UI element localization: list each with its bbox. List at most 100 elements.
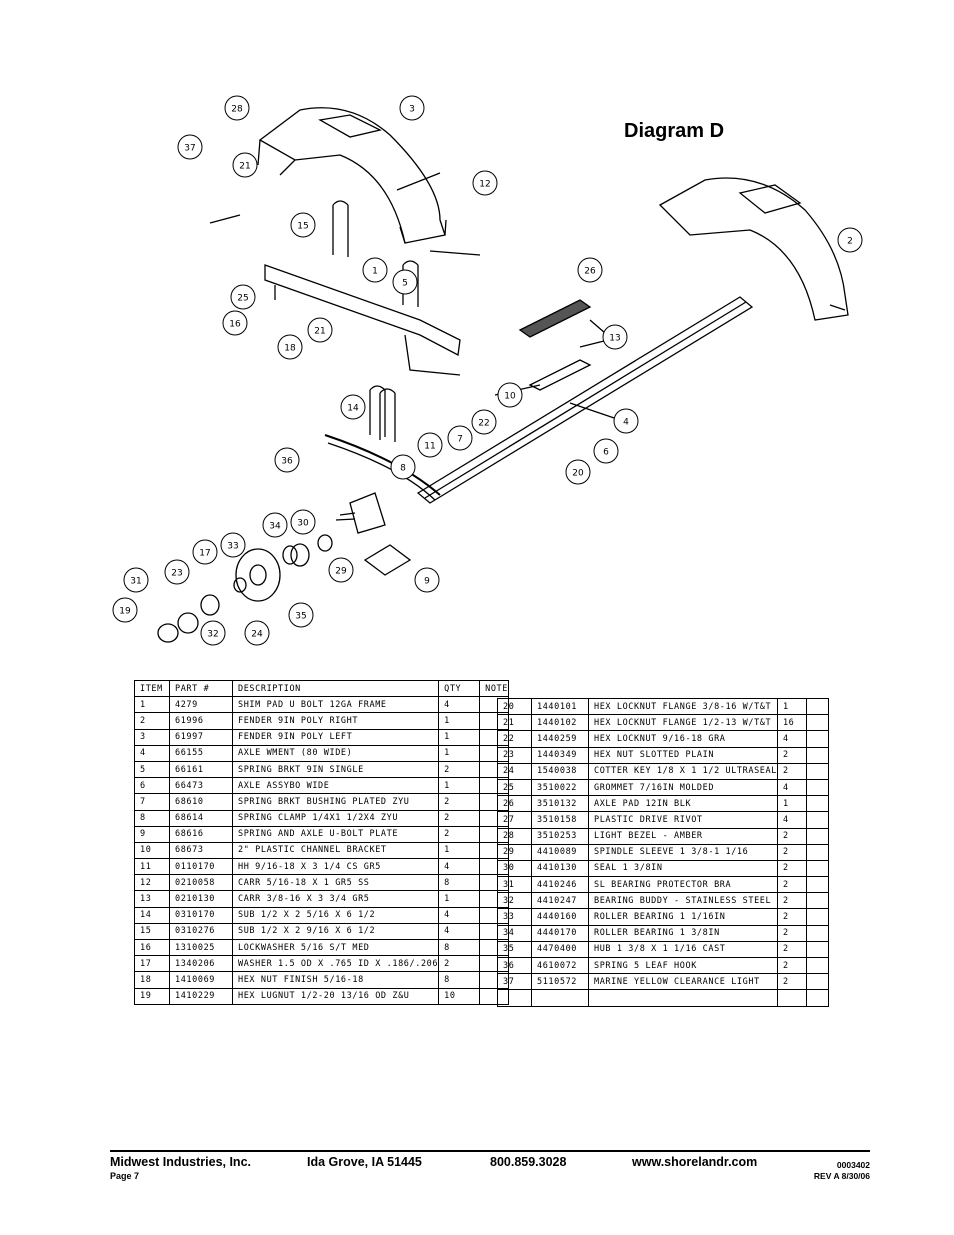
callout-label: 12 — [479, 180, 490, 190]
qty-cell: 2 — [776, 859, 807, 878]
item-cell: 11 — [134, 858, 170, 876]
part-number-cell: 4279 — [169, 696, 233, 714]
qty-cell: 1 — [438, 712, 481, 730]
part-number-cell: 4440160 — [531, 908, 589, 926]
description-cell: AXLE ASSYBO WIDE — [231, 777, 440, 795]
part-number-cell: 0310276 — [169, 922, 233, 941]
part-number-cell: 66161 — [169, 760, 233, 779]
qty-cell: 1 — [438, 728, 481, 746]
description-cell: HEX NUT FINISH 5/16-18 — [231, 971, 440, 989]
qty-cell: 2 — [776, 940, 807, 959]
description-cell: BEARING BUDDY - STAINLESS STEEL — [588, 892, 778, 910]
part-number-cell: 1540038 — [531, 762, 589, 780]
description-cell: ROLLER BEARING 1 3/8IN — [588, 924, 778, 942]
callout-circle — [290, 509, 316, 535]
item-cell: 25 — [497, 778, 532, 797]
description-cell: CARR 3/8-16 X 3 3/4 GR5 — [231, 890, 440, 908]
callout-circle — [224, 95, 250, 121]
callout-circle — [392, 269, 418, 295]
note-cell — [805, 714, 829, 732]
note-cell — [805, 762, 829, 780]
callout-label: 36 — [281, 457, 293, 467]
description-cell: CARR 5/16-18 X 1 GR5 SS — [231, 874, 440, 892]
callout-label: 26 — [584, 267, 596, 277]
part-number-cell: 1410229 — [169, 987, 233, 1005]
callout-label: 37 — [184, 144, 195, 154]
description-cell: LOCKWASHER 5/16 S/T MED — [231, 938, 440, 957]
description-cell: SPRING BRKT BUSHING PLATED ZYU — [231, 793, 440, 811]
description-cell: SEAL 1 3/8IN — [588, 859, 778, 878]
qty-cell: 1 — [776, 697, 807, 716]
item-cell: 22 — [497, 730, 532, 748]
qty-cell: 2 — [776, 973, 807, 991]
footer-website[interactable]: www.shorelandr.com — [632, 1155, 758, 1169]
qty-cell: 10 — [438, 987, 481, 1005]
description-cell: AXLE PAD 12IN BLK — [588, 795, 778, 813]
part-number-cell: 1440259 — [531, 730, 589, 748]
callout-label: 20 — [572, 469, 584, 479]
callout-circle — [222, 310, 248, 336]
qty-cell: 2 — [438, 825, 481, 843]
callout-label: 35 — [295, 612, 306, 622]
qty-cell: 1 — [438, 841, 481, 860]
description-cell: HH 9/16-18 X 3 1/4 CS GR5 — [231, 858, 440, 876]
callout-label: 31 — [130, 577, 141, 587]
item-cell: 6 — [134, 777, 170, 795]
footer-page-number: Page 7 — [110, 1171, 140, 1181]
callout-label: 2 — [847, 237, 853, 247]
description-cell: SPINDLE SLEEVE 1 3/8-1 1/16 — [588, 843, 778, 861]
qty-cell: 8 — [438, 938, 481, 957]
item-cell: 7 — [134, 793, 170, 811]
item-cell: 30 — [497, 859, 532, 878]
callout-label: 21 — [314, 327, 325, 337]
callout-circle — [447, 425, 473, 451]
item-cell: 8 — [134, 809, 170, 827]
item-cell: 36 — [497, 956, 532, 975]
item-cell: 37 — [497, 973, 532, 991]
callout-label: 5 — [402, 279, 408, 289]
note-cell — [805, 973, 829, 991]
part-number-cell: 4410246 — [531, 876, 589, 894]
description-cell: SPRING AND AXLE U-BOLT PLATE — [231, 825, 440, 843]
item-cell: 28 — [497, 827, 532, 845]
part-number-cell — [531, 989, 589, 1007]
description-cell: HEX LUGNUT 1/2-20 13/16 OD Z&U — [231, 987, 440, 1005]
table-header-row: ITEM PART # DESCRIPTION QTY NOTE — [134, 679, 509, 698]
item-cell: 35 — [497, 940, 532, 959]
qty-cell: 2 — [776, 956, 807, 975]
note-cell — [805, 876, 829, 894]
note-cell — [805, 924, 829, 942]
qty-cell: 2 — [776, 892, 807, 910]
callout-label: 33 — [227, 542, 238, 552]
item-cell — [497, 989, 532, 1007]
qty-cell: 1 — [438, 744, 481, 762]
footer-rule — [110, 1150, 870, 1152]
item-cell: 20 — [497, 697, 532, 716]
callout-label: 13 — [609, 334, 620, 344]
qty-cell: 2 — [438, 793, 481, 811]
header-item: ITEM — [134, 679, 170, 698]
description-cell: FENDER 9IN POLY LEFT — [231, 728, 440, 746]
callout-circle — [232, 152, 258, 178]
item-cell: 12 — [134, 874, 170, 892]
part-number-cell: 4410089 — [531, 843, 589, 861]
callout-label: 15 — [297, 222, 308, 232]
qty-cell: 2 — [438, 809, 481, 827]
qty-cell: 2 — [776, 762, 807, 780]
